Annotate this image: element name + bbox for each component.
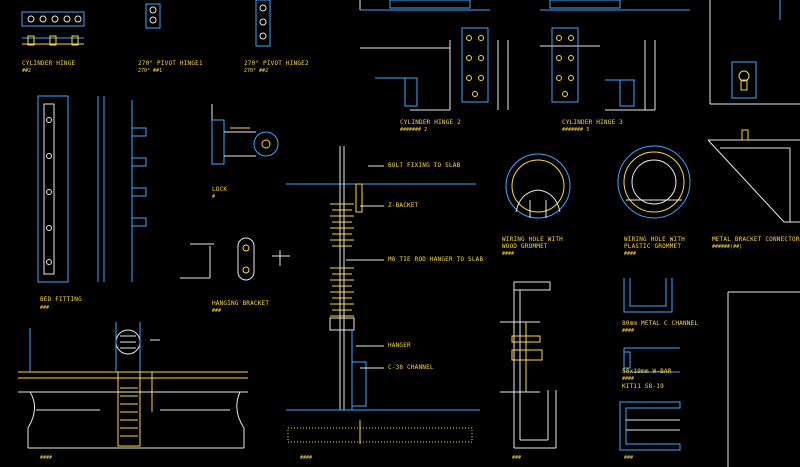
pivot-hinge-2-drawing	[255, 0, 271, 47]
label-hanging-bracket: HANGING BRACKET	[212, 300, 270, 307]
pivot-hinge-1-drawing	[145, 3, 161, 29]
sublabel-bed-fitting: ###	[40, 305, 50, 311]
label-cylinder-hinge-3: CYLINDER HINGE 3	[562, 119, 623, 126]
label-pivot-hinge-1: 270° PIVOT HINGE1	[138, 60, 203, 67]
label-bottom-4: ###	[624, 455, 634, 461]
label-wiring-wood-line2: WOOD GROMMET	[502, 243, 548, 250]
z-bracket-detail	[500, 281, 557, 449]
label-cylinder-hinge-2: CYLINDER HINGE 2	[400, 119, 461, 126]
label-hanger: HANGER	[388, 342, 411, 349]
wiring-hole-wood-drawing	[505, 153, 571, 219]
sublabel-hanging-bracket: ###	[212, 308, 222, 314]
wiring-hole-plastic-drawing	[617, 145, 691, 219]
label-tie-rod: M8 TIE ROD HANGER TO SLAB	[388, 256, 484, 263]
c-channel-drawings	[619, 278, 681, 451]
label-w-bar-line1: 50x19mm W-BAR	[622, 368, 672, 375]
label-pivot-hinge-2: 270° PIVOT HINGE2	[244, 60, 309, 67]
label-cylinder-hinge: CYLINDER HINGE	[22, 60, 76, 67]
hanging-bracket-drawing	[180, 237, 290, 281]
sublabel-cylinder-hinge-2: ####### 2	[400, 127, 428, 133]
cylinder-hinge-drawing	[21, 11, 85, 46]
label-bottom-1: ####	[40, 455, 53, 461]
sublabel-lock: #	[212, 194, 216, 200]
sublabel-metal-c-channel: ####	[622, 328, 635, 334]
label-z-backet: Z-BACKET	[388, 202, 419, 209]
bed-section-detail	[18, 322, 248, 449]
label-wiring-wood-line1: WIRING HOLE WITH	[502, 236, 563, 243]
sublabel-cylinder-hinge-3: ####### 3	[562, 127, 590, 133]
bed-fitting-drawing	[37, 95, 147, 283]
sublabel-wiring-wood: ####	[502, 251, 515, 257]
label-wiring-plastic-line2: PLASTIC GROMMET	[624, 243, 682, 250]
label-w-bar-line2: ####	[622, 376, 635, 382]
label-bottom-3: ###	[512, 455, 522, 461]
sublabel-cylinder-hinge: ##2	[22, 68, 32, 74]
label-bolt-fixing: BOLT FIXING TO SLAB	[388, 162, 461, 169]
label-wiring-plastic-line1: WIRING HOLE WITH	[624, 236, 685, 243]
cylinder-hinge-2-drawing	[359, 0, 509, 111]
sublabel-pivot-hinge-1: 270° ##1	[138, 68, 163, 74]
label-metal-bracket: METAL BRACKET CONNECTOR	[712, 236, 800, 243]
label-c38-channel: C-38 CHANNEL	[388, 364, 434, 371]
metal-bracket-connector-drawing	[707, 129, 800, 223]
sublabel-pivot-hinge-2: 270° ##2	[244, 68, 269, 74]
label-bottom-2: ####	[300, 455, 313, 461]
top-right-fixture	[709, 0, 800, 105]
lock-drawing	[211, 104, 279, 165]
ceiling-hanger-drawing	[286, 146, 480, 444]
right-frame	[727, 291, 800, 467]
label-bed-fitting: BED FITTING	[40, 296, 82, 303]
sublabel-metal-bracket: ######(##)	[712, 244, 743, 250]
sublabel-wiring-plastic: ####	[624, 251, 637, 257]
label-metal-c-channel: 80mm METAL C CHANNEL	[622, 320, 699, 327]
label-lock: LOCK	[212, 186, 228, 193]
label-w-bar-line3: KIT11 S8-19	[622, 383, 664, 390]
cylinder-hinge-3-drawing	[540, 0, 690, 111]
